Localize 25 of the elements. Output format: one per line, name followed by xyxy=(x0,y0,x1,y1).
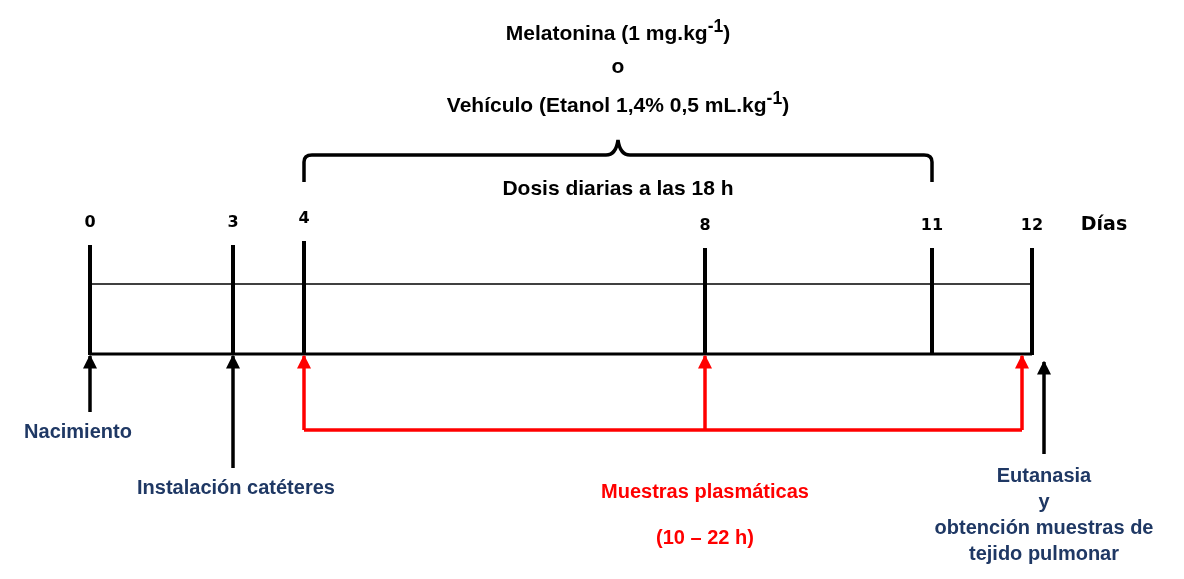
bracket-line xyxy=(304,428,1022,432)
arrow xyxy=(297,354,311,430)
day-number: 12 xyxy=(1020,215,1044,234)
event-label: Nacimiento xyxy=(24,420,132,443)
day-number: 11 xyxy=(920,215,944,234)
annotation-text: Días xyxy=(1080,212,1128,234)
arrow xyxy=(1037,360,1051,454)
day-number: 0 xyxy=(84,212,96,231)
event-label: obtención muestras de tejido pulmonar xyxy=(933,515,1155,566)
event-label: Eutanasia xyxy=(995,463,1093,488)
day-number: 3 xyxy=(227,212,239,231)
annotation-text: Vehículo (Etanol 1,4% 0,5 mL.kg$^{-1}$) xyxy=(446,88,790,117)
arrow xyxy=(1015,354,1029,430)
arrow xyxy=(83,354,97,412)
event-label: Instalación catéteres xyxy=(137,476,335,499)
event-label: y xyxy=(1037,489,1051,514)
annotation-text: Dosis diarias a las 18 h xyxy=(502,176,734,200)
day-number: 4 xyxy=(298,208,310,227)
arrow xyxy=(226,354,240,468)
annotation-text: Melatonina (1 mg.kg$^{-1}$) xyxy=(505,16,731,45)
arrow xyxy=(698,354,712,430)
day-number: 8 xyxy=(699,215,711,234)
time-range-label: (10 – 22 h) xyxy=(655,526,755,549)
event-label: Muestras plasmáticas xyxy=(601,479,809,504)
annotation-text: o xyxy=(611,54,625,78)
